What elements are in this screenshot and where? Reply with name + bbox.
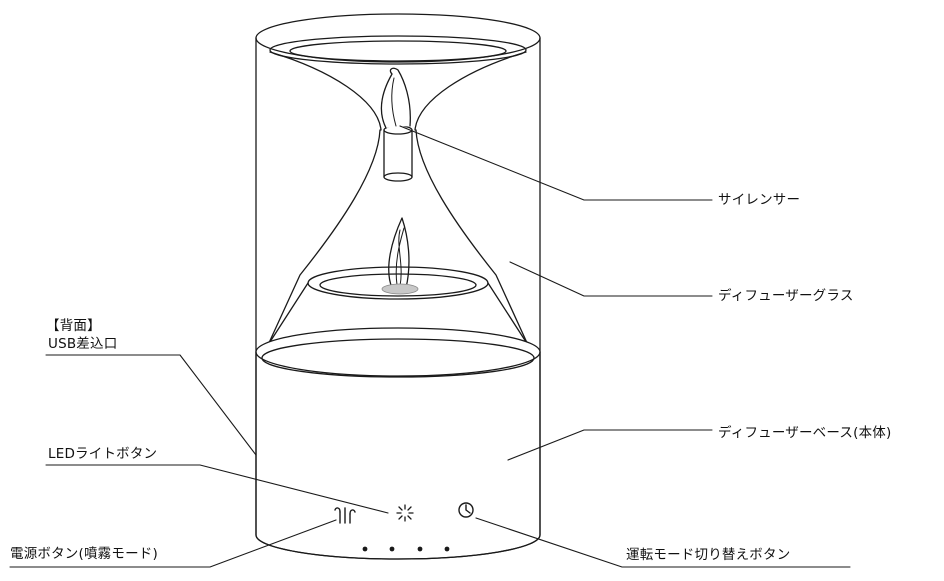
led-sparkle-icon <box>396 504 414 522</box>
water-tank-rings <box>267 266 529 346</box>
label-diffuser-glass: ディフューザーグラス <box>718 288 854 304</box>
silencer <box>380 67 413 182</box>
leader-power <box>9 519 337 568</box>
label-back-note: 【背面】 <box>46 318 101 334</box>
label-mode-button: 運転モード切り替えボタン <box>626 547 791 563</box>
label-power-button: 電源ボタン(噴霧モード) <box>10 546 158 562</box>
diffuser-glass <box>267 35 529 346</box>
leader-silencer <box>399 125 713 201</box>
diffuser-base <box>255 327 541 560</box>
leader-usb <box>45 354 257 456</box>
label-silencer: サイレンサー <box>718 192 801 208</box>
leader-led <box>45 464 389 514</box>
leader-glass <box>509 261 713 297</box>
leader-base <box>507 429 713 461</box>
indicator-dots <box>362 546 450 552</box>
mist-icon <box>334 507 356 524</box>
timer-clock-icon <box>458 502 474 518</box>
label-led-button: LEDライトボタン <box>48 446 158 462</box>
label-diffuser-base: ディフューザーベース(本体) <box>718 425 892 441</box>
label-usb-port: USB差込口 <box>48 336 118 352</box>
leader-mode <box>475 517 851 568</box>
flame-core <box>381 217 419 295</box>
leader-lines <box>9 125 851 568</box>
